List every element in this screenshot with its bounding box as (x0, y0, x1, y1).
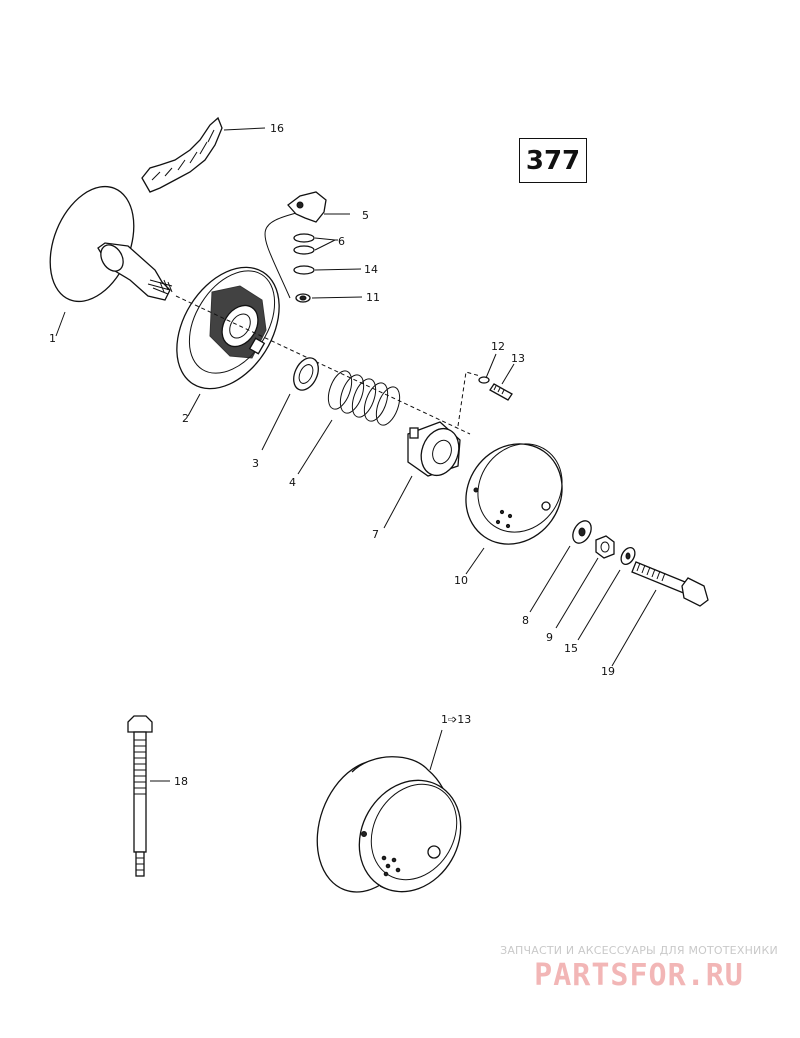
leader-1 (55, 311, 66, 337)
part-18-long-bolt (127, 715, 153, 877)
callout-15: 15 (564, 642, 578, 655)
part-5-ramp (287, 191, 327, 223)
part-1-fixed-sheave (49, 185, 173, 303)
part-8-washer (572, 520, 592, 544)
pulley-assembly (316, 756, 462, 893)
diagram-number-box: 377 (519, 138, 587, 183)
leader-13 (501, 363, 515, 385)
leader-9 (555, 557, 599, 629)
callout-19: 19 (601, 665, 615, 678)
leader-2 (187, 393, 201, 417)
callout-5: 5 (362, 209, 369, 222)
part-3-spring-seat (293, 357, 319, 391)
callout-2: 2 (182, 412, 189, 425)
part-19-bolt (631, 561, 709, 607)
callout-9: 9 (546, 631, 553, 644)
callout-11: 11 (366, 291, 380, 304)
leader-12 (485, 353, 497, 379)
leader-3 (261, 393, 291, 451)
part-15-lockwasher (620, 546, 636, 566)
leader-6a (314, 237, 336, 241)
part-11-washer (295, 293, 311, 303)
part-16-strip (141, 116, 223, 193)
leader-11 (311, 296, 363, 299)
part-12-washer (478, 376, 490, 384)
callout-13: 13 (511, 352, 525, 365)
part-14-washer (293, 265, 315, 275)
part-9-nut (595, 535, 615, 559)
callout-4: 4 (289, 476, 296, 489)
callout-18: 18 (174, 775, 188, 788)
assembly-axis (175, 295, 471, 435)
leader-7 (383, 475, 413, 529)
leader-14 (314, 268, 362, 271)
callout-16: 16 (270, 122, 284, 135)
callout-10: 10 (454, 574, 468, 587)
diagram-number: 377 (525, 145, 581, 176)
part-10-cover (465, 443, 563, 545)
leader-19 (611, 589, 657, 667)
callout-8: 8 (522, 614, 529, 627)
leader-16 (223, 127, 266, 131)
callout-1: 1 (49, 332, 56, 345)
watermark-tagline: ЗАПЧАСТИ И АКСЕССУАРЫ ДЛЯ МОТОТЕХНИКИ (500, 944, 778, 957)
leader-5-curve (264, 211, 301, 299)
callout-7: 7 (372, 528, 379, 541)
callout-assembly: 1➩13 (441, 713, 471, 726)
callout-12: 12 (491, 340, 505, 353)
callout-14: 14 (364, 263, 378, 276)
callout-3: 3 (252, 457, 259, 470)
leader-10 (465, 547, 485, 575)
watermark: ЗАПЧАСТИ И АКСЕССУАРЫ ДЛЯ МОТОТЕХНИКИ PA… (486, 944, 792, 993)
part-7-collar (407, 421, 461, 477)
part-6-washers (293, 233, 315, 255)
axis-12-13 (457, 371, 481, 427)
leader-4 (297, 419, 333, 475)
part-13-screw (489, 383, 513, 401)
watermark-brand: PARTSFOR.RU (534, 958, 744, 993)
leader-8 (529, 545, 571, 613)
leader-assembly (429, 729, 443, 771)
leader-15 (577, 569, 621, 641)
leader-6b (314, 239, 336, 251)
part-4-spring (327, 370, 401, 426)
callout-6: 6 (338, 235, 345, 248)
